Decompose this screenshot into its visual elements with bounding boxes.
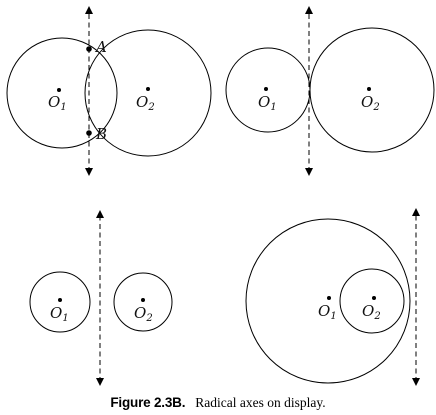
- point-b-dot: [86, 130, 92, 136]
- center-1-label: O1: [258, 93, 277, 113]
- center-1-dot: [57, 88, 61, 92]
- center-2-label: O2: [134, 304, 153, 324]
- circle-1: [29, 271, 91, 333]
- center-2-dot: [141, 298, 145, 302]
- center-2-label: O2: [362, 302, 381, 322]
- point-a-dot: [86, 46, 92, 52]
- center-2-dot: [372, 296, 376, 300]
- center-1-dot: [264, 87, 268, 91]
- panel-disjoint: O1 O2: [29, 210, 173, 386]
- center-2-label: O2: [361, 93, 380, 113]
- center-1-label: O1: [318, 302, 337, 322]
- center-2-dot: [367, 87, 371, 91]
- center-2-label: O2: [136, 93, 155, 113]
- center-1-label: O1: [50, 304, 69, 324]
- circle-2: [339, 268, 405, 334]
- circle-1: [245, 218, 411, 384]
- panel-nested: O1 O2: [245, 208, 420, 386]
- center-1-dot: [327, 296, 331, 300]
- center-1-dot: [58, 298, 62, 302]
- circle-1: [6, 37, 118, 149]
- point-a-label: A: [94, 38, 107, 56]
- circle-1: [225, 47, 311, 133]
- center-1-label: O1: [48, 93, 67, 113]
- caption-text: Radical axes on display.: [195, 395, 326, 410]
- figure-number: Figure 2.3B.: [110, 395, 186, 410]
- circle-2: [113, 272, 173, 332]
- panel-tangent: O1 O2: [225, 6, 435, 176]
- center-2-dot: [146, 87, 150, 91]
- figure-caption: Figure 2.3B. Radical axes on display.: [0, 395, 436, 411]
- circle-2: [309, 27, 435, 153]
- panel-intersecting: A B O1 O2: [6, 6, 212, 176]
- point-b-label: B: [95, 125, 107, 143]
